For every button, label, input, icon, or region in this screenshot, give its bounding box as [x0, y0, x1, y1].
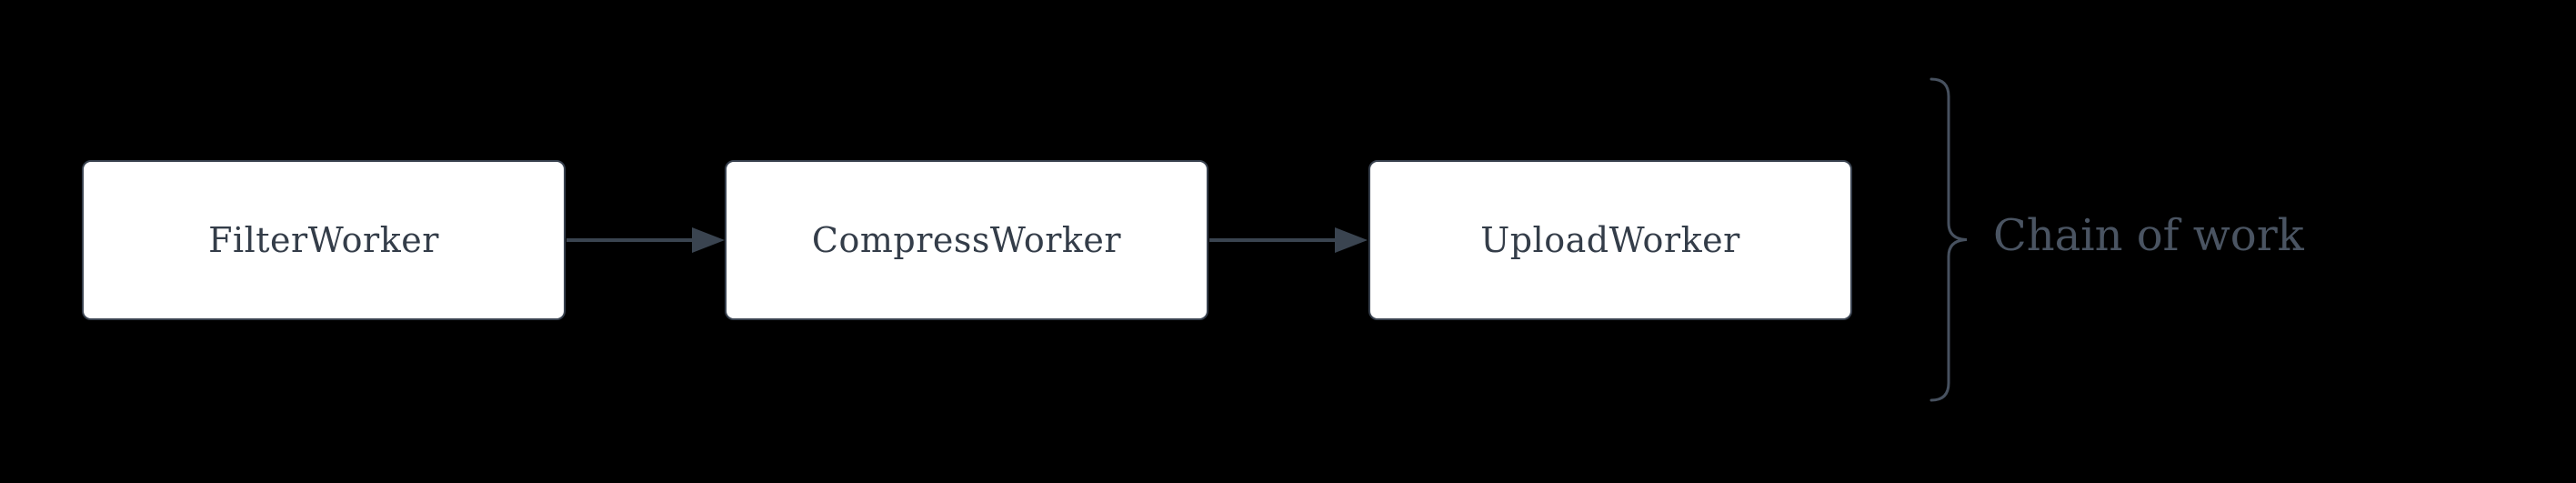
- curly-brace: [1929, 77, 1968, 402]
- node-compressworker: CompressWorker: [725, 160, 1208, 320]
- node-filterworker: FilterWorker: [82, 160, 566, 320]
- node-compressworker-label: CompressWorker: [811, 220, 1122, 260]
- node-filterworker-label: FilterWorker: [208, 220, 439, 260]
- brace-caption: Chain of work: [1993, 210, 2304, 261]
- node-uploadworker-label: UploadWorker: [1480, 220, 1740, 260]
- arrow-filter-to-compress: [566, 227, 725, 253]
- node-uploadworker: UploadWorker: [1368, 160, 1852, 320]
- arrow-compress-to-upload: [1209, 227, 1368, 253]
